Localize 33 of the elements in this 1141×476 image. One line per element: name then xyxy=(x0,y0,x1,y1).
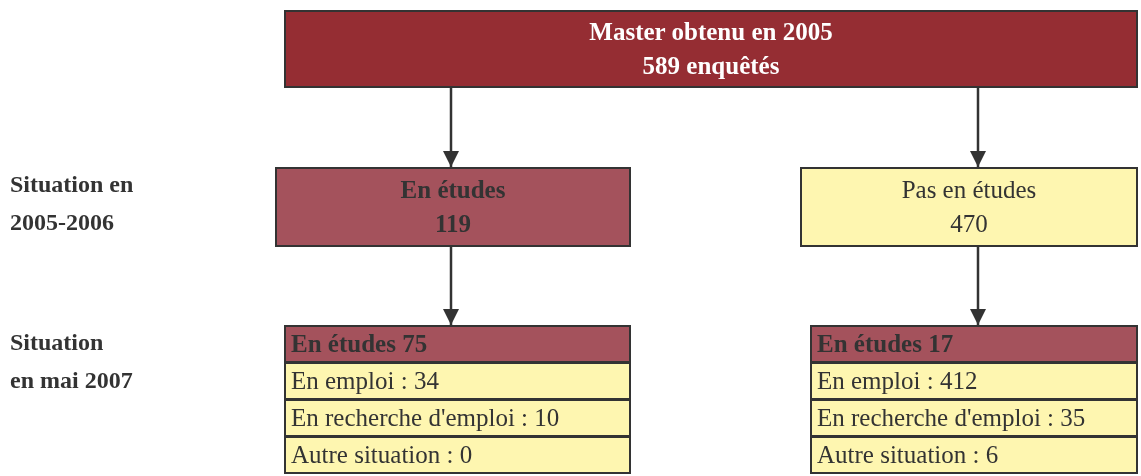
box-text: 470 xyxy=(949,209,989,239)
result-table xyxy=(284,325,631,473)
arrow xyxy=(970,88,986,167)
table-row xyxy=(284,399,631,437)
row-text: En emploi : 412 xyxy=(816,366,979,396)
box-text: En études xyxy=(399,175,507,205)
table-row xyxy=(284,362,631,400)
table-row xyxy=(810,399,1138,437)
process-box xyxy=(800,167,1138,247)
table-header-row xyxy=(810,325,1138,363)
row-text: En emploi : 34 xyxy=(290,366,440,396)
row-label: Situation en 2005-2006 xyxy=(10,170,135,237)
table-row xyxy=(810,362,1138,400)
table-header-row xyxy=(284,325,631,363)
process-box xyxy=(284,10,1138,88)
arrow xyxy=(443,247,459,325)
box-text: Pas en études xyxy=(900,175,1038,205)
row-text: En recherche d'emploi : 35 xyxy=(816,403,1087,433)
row-text: Autre situation : 6 xyxy=(816,440,1000,470)
arrow xyxy=(443,88,459,167)
row-text: En recherche d'emploi : 10 xyxy=(290,403,561,433)
arrow xyxy=(970,247,986,325)
row-text: Autre situation : 0 xyxy=(290,440,474,470)
row-label: Situation en mai 2007 xyxy=(10,328,134,395)
box-text: 589 enquêtés xyxy=(641,51,781,81)
row-text: En études 17 xyxy=(816,329,955,359)
result-table xyxy=(810,325,1138,473)
table-row xyxy=(810,436,1138,474)
table-row xyxy=(284,436,631,474)
box-text: Master obtenu en 2005 xyxy=(588,17,834,47)
box-text: 119 xyxy=(433,209,473,239)
process-box xyxy=(275,167,631,247)
row-text: En études 75 xyxy=(290,329,429,359)
